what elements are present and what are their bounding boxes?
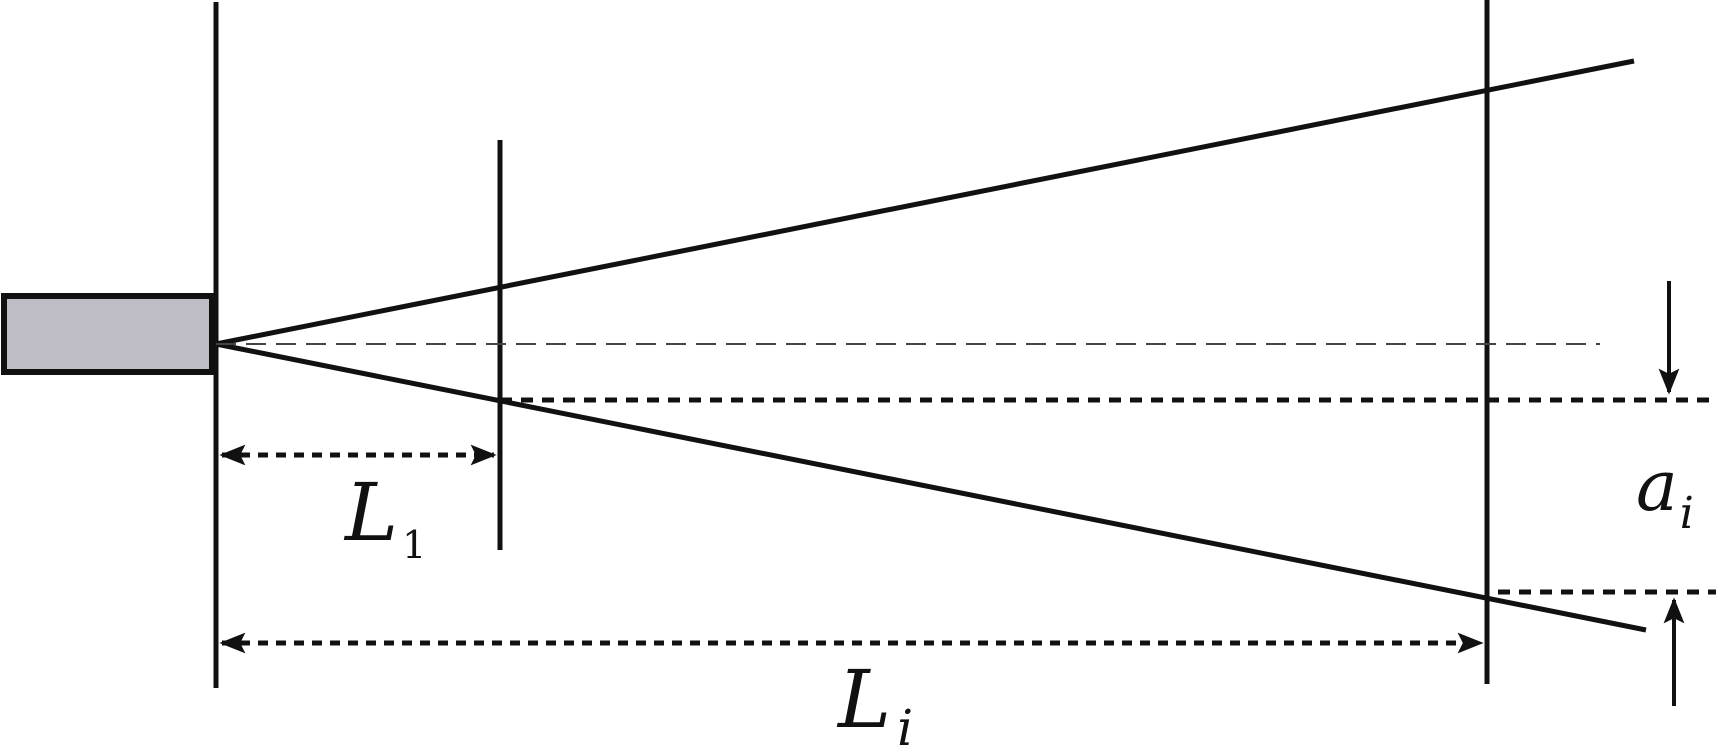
li-label-main: L <box>836 653 891 746</box>
ai-label: ai <box>1636 445 1694 539</box>
ai-label-main: a <box>1636 445 1678 527</box>
source-block <box>1 293 215 375</box>
ai-label-sub: i <box>1680 488 1694 539</box>
l1-label-main: L <box>343 466 398 559</box>
beam-lower-edge <box>215 341 1647 633</box>
l1-label-sub: 1 <box>402 523 426 567</box>
beam-upper-edge <box>215 58 1635 347</box>
li-label-sub: i <box>897 699 913 751</box>
